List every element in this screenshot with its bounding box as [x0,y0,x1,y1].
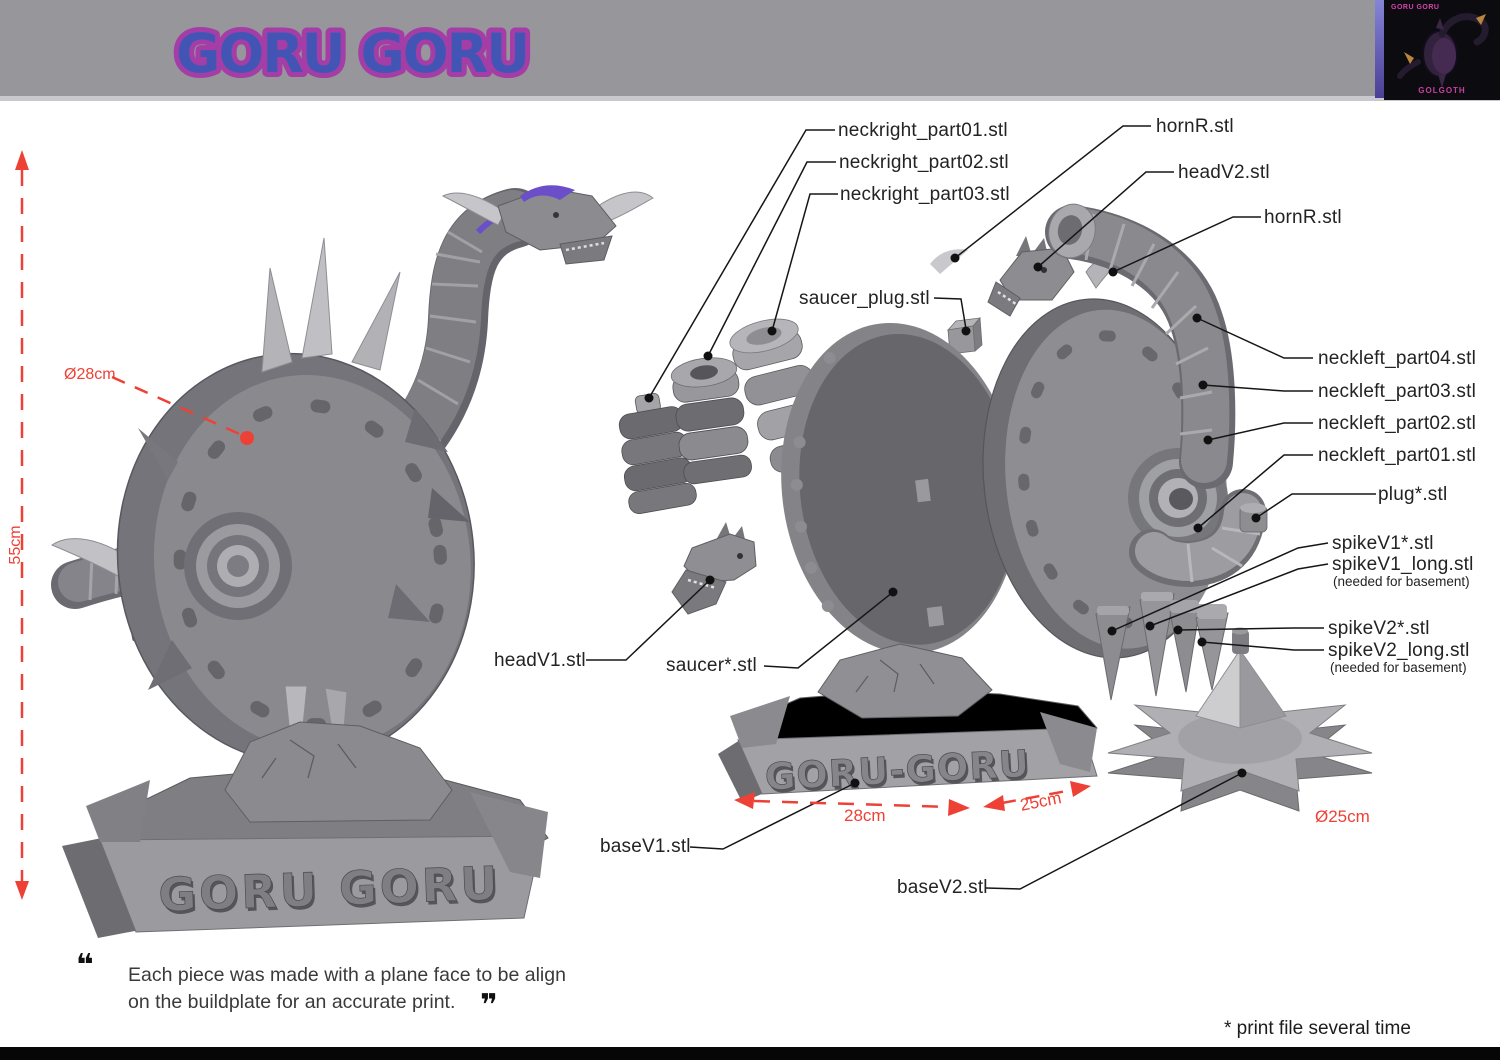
thumbnail-caption: GOLGOTH [1418,86,1466,95]
assembled-base: GORU GORU GORU GORU [62,721,549,938]
quote-open-mark: ❝ [76,948,94,983]
label-hornR-right: hornR.stl [1264,207,1342,228]
part-neckleft01-elbow [1129,489,1266,588]
label-spikeV1: spikeV1*.stl [1332,533,1434,554]
dim-base-width-28cm: 28cm [844,806,886,825]
leader-dots [644,253,1261,788]
label-plug: plug*.stl [1378,484,1448,505]
assembled-disc [116,352,475,764]
label-saucer-plug: saucer_plug.stl [799,288,930,309]
dim-baseV2-diameter: Ø25cm [1315,807,1370,826]
label-neckright-part02: neckright_part02.stl [839,152,1009,173]
label-spikeV1-long: spikeV1_long.stl [1332,554,1474,575]
label-neckright-part03: neckright_part03.stl [840,184,1010,205]
label-neckleft-part02: neckleft_part02.stl [1318,413,1476,434]
label-neckleft-part03: neckleft_part03.stl [1318,381,1476,402]
disc-hub [184,512,292,620]
part-baseV2 [1107,627,1373,812]
part-plug [1239,503,1268,533]
label-hornR-top: hornR.stl [1156,116,1234,137]
part-neckright01 [618,392,697,514]
part-baseV1: GORU-GORU GORU-GORU [718,643,1098,802]
dim-height-55cm: 55cm [7,525,24,565]
svg-text:GORU GORU: GORU GORU [159,859,503,925]
part-headV1 [671,522,757,615]
red-dimensions [15,150,1091,900]
label-neckleft-part01: neckleft_part01.stl [1318,445,1476,466]
label-headV1: headV1.stl [494,650,586,671]
header-bar [0,0,1500,96]
label-neckleft-part04: neckleft_part04.stl [1318,348,1476,369]
thumbnail-title: GORU GORU [1391,4,1440,11]
exploded-parts: GORU-GORU GORU-GORU [618,203,1373,812]
disc-spikes [138,237,470,690]
label-baseV1: baseV1.stl [600,836,691,857]
assembled-base-engraving: GORU GORU [157,856,501,922]
thumbnail-art [1397,13,1489,88]
part-saucer-inner [781,322,1019,654]
label-spikeV2: spikeV2*.stl [1328,618,1430,639]
part-headV2 [987,236,1075,317]
quote-close-mark: ❞ [480,988,498,1023]
thumbnail-accent-strip [1375,0,1384,98]
print-footnote: * print file several time [1224,1018,1411,1039]
leader-lines [586,125,1376,890]
dim-disc-28cm: Ø28cm [64,366,116,383]
header-underline [0,96,1500,101]
note-spikeV2-basement: (needed for basement) [1330,660,1467,675]
part-neckright02 [670,357,752,485]
product-thumbnail: GORU GORU GOLGOTH [1384,0,1500,100]
label-neckright-part01: neckright_part01.stl [838,120,1008,141]
logo-text: GORU GORU [176,22,528,85]
label-spikeV2-long: spikeV2_long.stl [1328,640,1470,661]
logo: GORU GORU [172,17,532,90]
buildplate-note: Each piece was made with a plane face to… [128,964,566,1013]
label-headV2: headV2.stl [1178,162,1270,183]
label-baseV2: baseV2.stl [897,877,988,898]
note-spikeV1-basement: (needed for basement) [1333,574,1470,589]
bottom-bar [0,1047,1500,1060]
assembled-figure: GORU GORU GORU GORU [50,185,654,938]
assembled-head-right [441,185,654,265]
label-saucer: saucer*.stl [666,655,757,676]
